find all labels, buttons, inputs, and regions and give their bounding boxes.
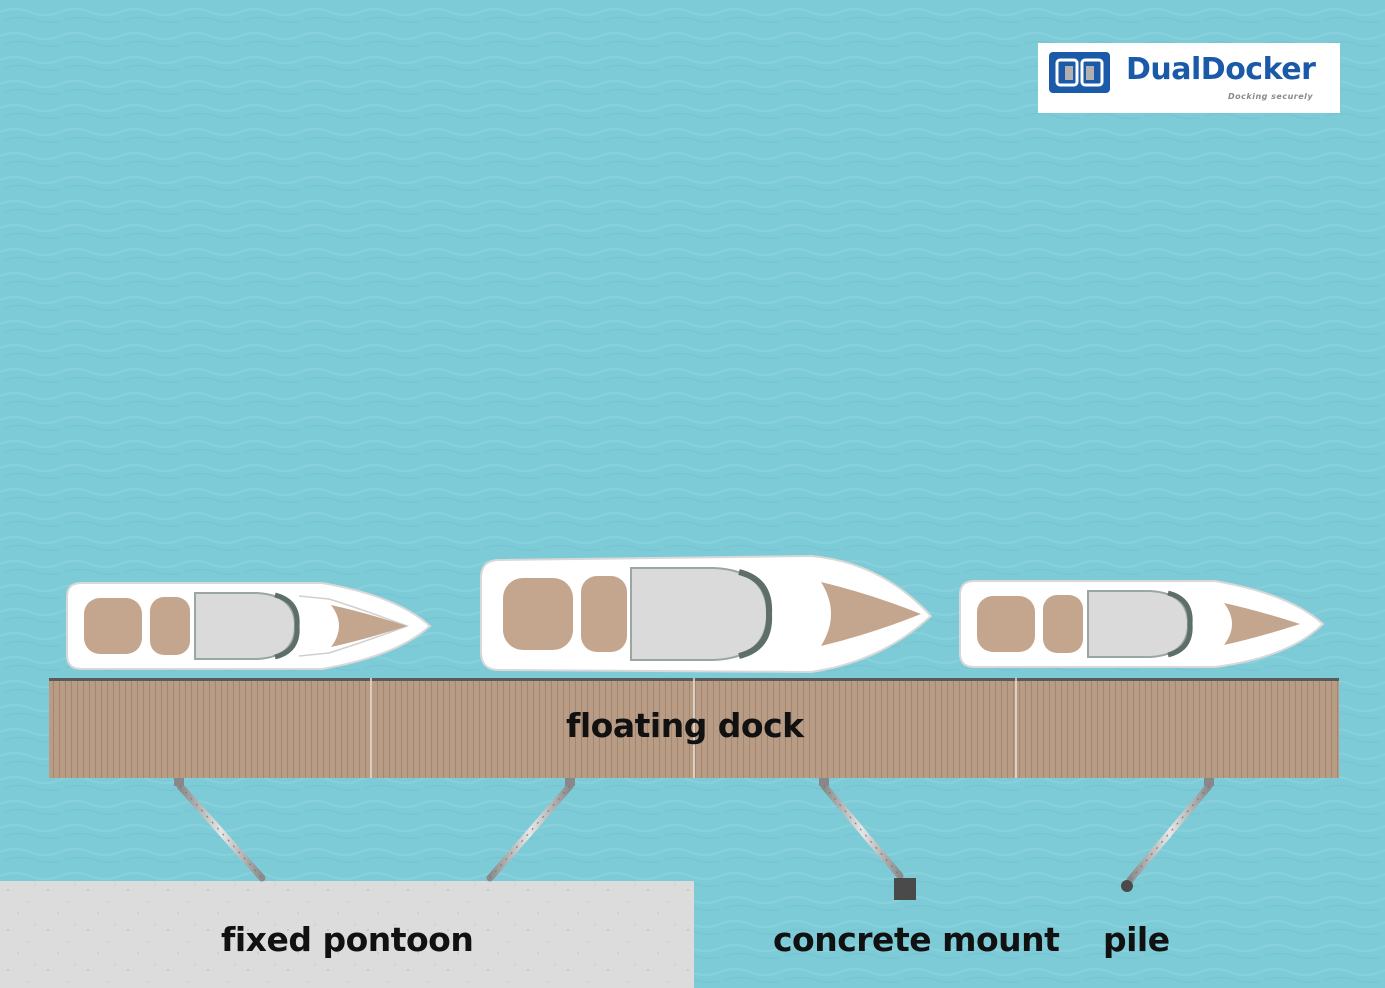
fixed-pontoon — [0, 881, 694, 988]
brand-logo — [1038, 43, 1340, 113]
fixed-pontoon-label: fixed pontoon — [221, 920, 474, 959]
pile-label: pile — [1103, 920, 1170, 959]
brand-name: DualDocker — [1126, 52, 1316, 87]
dualdocker-logo-icon — [1049, 52, 1110, 93]
concrete-mount-label: concrete mount — [773, 920, 1060, 959]
dock-struts — [174, 778, 1214, 884]
floating-dock-label: floating dock — [566, 706, 804, 745]
brand-tagline: Docking securely — [1228, 92, 1314, 101]
pile-marker — [1121, 880, 1133, 892]
floating-dock — [49, 678, 1339, 778]
boat-3 — [959, 580, 1325, 668]
concrete-mount-block — [894, 878, 916, 900]
boat-2 — [480, 554, 933, 674]
boat-1 — [66, 582, 432, 670]
